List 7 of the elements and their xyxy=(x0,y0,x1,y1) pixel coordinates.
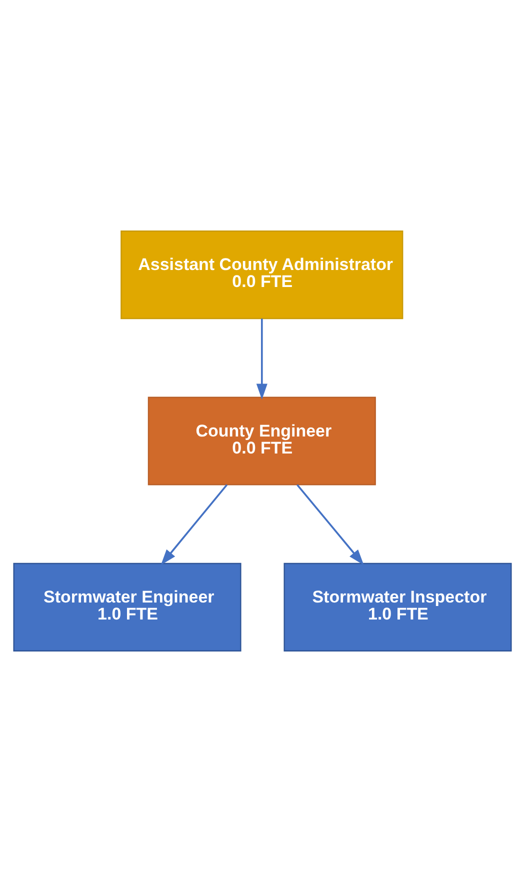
arrow xyxy=(256,318,267,400)
node-box: County Engineer 0.0 FTE xyxy=(147,396,376,486)
arrow xyxy=(296,484,364,566)
node-box: Stormwater Engineer 1.0 FTE xyxy=(12,562,241,652)
arrow xyxy=(160,484,228,566)
node-box: Stormwater Inspector 1.0 FTE xyxy=(283,562,512,652)
node-box: Assistant County Administrator 0.0 FTE xyxy=(120,230,403,320)
